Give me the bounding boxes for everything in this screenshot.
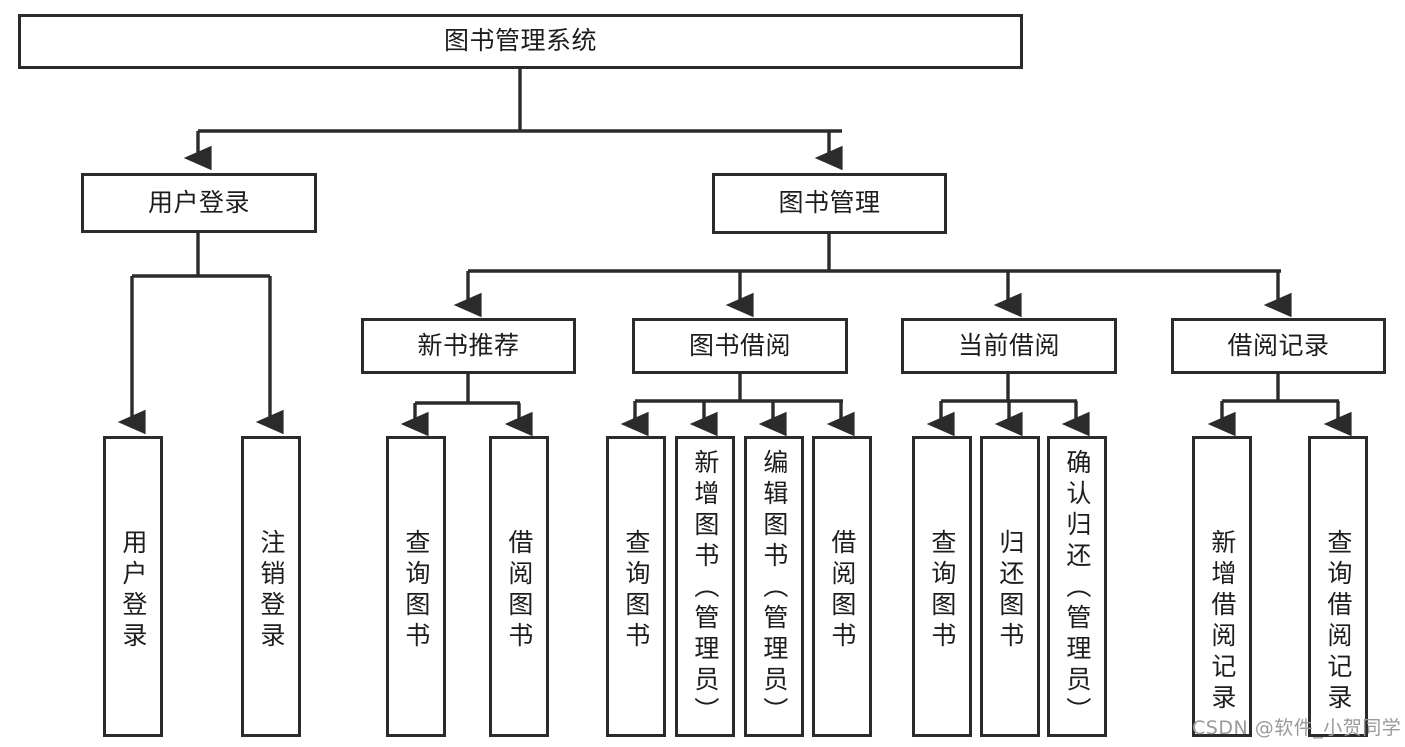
- leaf-add-borrow-record-label: 新增借阅记录: [1207, 529, 1237, 715]
- node-borrow-record-label: 借阅记录: [1227, 330, 1330, 360]
- leaf-query-book-recommend-label: 查询图书: [401, 529, 431, 653]
- leaf-query-book-borrow-label: 查询图书: [621, 529, 651, 653]
- leaf-edit-book-admin-label: 编辑图书（管理员）: [759, 449, 789, 728]
- node-user-login[interactable]: 用户登录: [81, 173, 317, 233]
- leaf-confirm-return-admin-label: 确认归还（管理员）: [1062, 449, 1092, 728]
- node-book-management[interactable]: 图书管理: [712, 173, 947, 234]
- leaf-query-borrow-record-label: 查询借阅记录: [1323, 529, 1353, 715]
- leaf-user-login-label: 用户登录: [118, 529, 148, 653]
- leaf-query-book-current[interactable]: 查询图书: [912, 436, 972, 737]
- leaf-edit-book-admin[interactable]: 编辑图书（管理员）: [744, 436, 804, 737]
- leaf-query-book-borrow[interactable]: 查询图书: [606, 436, 666, 737]
- leaf-return-book[interactable]: 归还图书: [980, 436, 1040, 737]
- leaf-add-borrow-record[interactable]: 新增借阅记录: [1192, 436, 1252, 737]
- leaf-logout-login-label: 注销登录: [256, 529, 286, 653]
- node-new-book-recommend-label: 新书推荐: [417, 330, 520, 360]
- leaf-return-book-label: 归还图书: [995, 529, 1025, 653]
- leaf-add-book-admin-label: 新增图书（管理员）: [690, 449, 720, 728]
- node-root-book-management-system[interactable]: 图书管理系统: [18, 14, 1023, 69]
- node-book-borrow[interactable]: 图书借阅: [632, 318, 848, 374]
- csdn-watermark: CSDN @软件_小贺同学: [1192, 717, 1402, 739]
- leaf-add-book-admin[interactable]: 新增图书（管理员）: [675, 436, 735, 737]
- node-root-label: 图书管理系统: [443, 26, 597, 56]
- node-current-borrow-label: 当前借阅: [957, 330, 1060, 360]
- leaf-query-book-current-label: 查询图书: [927, 529, 957, 653]
- leaf-query-borrow-record[interactable]: 查询借阅记录: [1308, 436, 1368, 737]
- leaf-borrow-book-borrow-label: 借阅图书: [827, 529, 857, 653]
- node-new-book-recommend[interactable]: 新书推荐: [361, 318, 576, 374]
- node-borrow-record[interactable]: 借阅记录: [1171, 318, 1386, 374]
- node-book-borrow-label: 图书借阅: [688, 330, 791, 360]
- leaf-borrow-book-recommend-label: 借阅图书: [504, 529, 534, 653]
- leaf-query-book-recommend[interactable]: 查询图书: [386, 436, 446, 737]
- leaf-logout-login[interactable]: 注销登录: [241, 436, 301, 737]
- leaf-borrow-book-recommend[interactable]: 借阅图书: [489, 436, 549, 737]
- leaf-user-login[interactable]: 用户登录: [103, 436, 163, 737]
- leaf-confirm-return-admin[interactable]: 确认归还（管理员）: [1047, 436, 1107, 737]
- node-user-login-label: 用户登录: [147, 187, 250, 217]
- leaf-borrow-book-borrow[interactable]: 借阅图书: [812, 436, 872, 737]
- node-current-borrow[interactable]: 当前借阅: [901, 318, 1117, 374]
- node-book-management-label: 图书管理: [778, 188, 881, 218]
